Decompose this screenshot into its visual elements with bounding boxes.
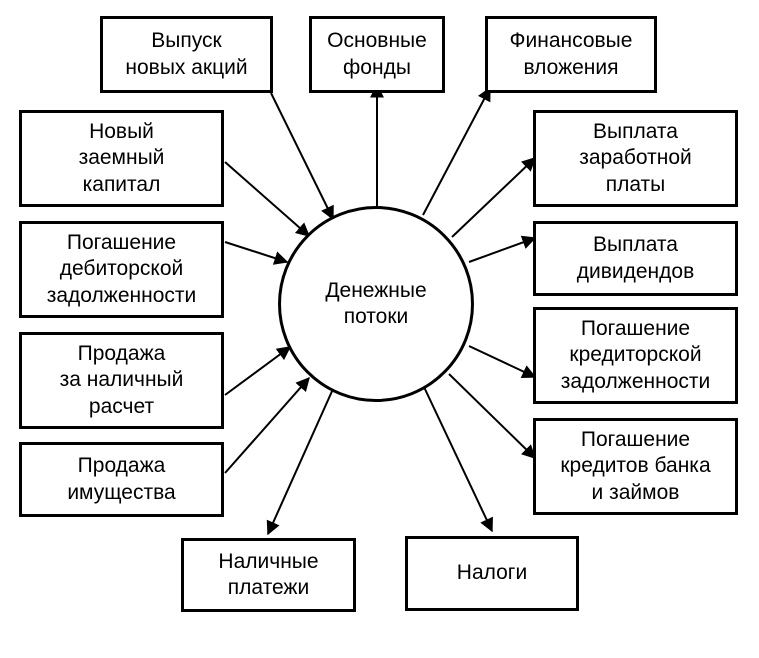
node-new-borrowed-capital: Новый заемный капитал <box>19 110 224 207</box>
node-taxes: Налоги <box>405 536 579 611</box>
cash-flows-center: Денежные потоки <box>278 206 474 402</box>
arrow-financial-investments <box>422 86 491 216</box>
node-bank-loans-repayment: Погашение кредитов банка и займов <box>533 418 738 515</box>
arrow-salary-payment <box>451 157 537 238</box>
arrow-bank-loans-repayment <box>448 373 537 459</box>
arrow-receivables-repayment <box>224 241 289 265</box>
node-receivables-repayment: Погашение дебиторской задолженности <box>19 221 224 318</box>
node-payables-repayment: Погашение кредиторской задолженности <box>533 307 738 404</box>
node-fixed-assets: Основные фонды <box>309 16 445 93</box>
node-cash-payments: Наличные платежи <box>181 538 356 612</box>
node-property-sale: Продажа имущества <box>19 442 224 517</box>
arrow-new-borrowed-capital <box>224 161 311 237</box>
arrow-dividend-payment <box>468 235 537 263</box>
arrow-payables-repayment <box>468 345 537 378</box>
node-dividend-payment: Выплата дивидендов <box>533 221 738 296</box>
node-salary-payment: Выплата заработной платы <box>533 110 738 207</box>
node-new-shares: Выпуск новых акций <box>100 16 273 93</box>
arrow-property-sale <box>224 376 310 474</box>
connector-arrows <box>224 83 537 536</box>
node-cash-sales: Продажа за наличный расчет <box>19 332 224 429</box>
arrow-cash-payments <box>266 388 334 536</box>
arrow-new-shares <box>270 92 334 221</box>
arrow-taxes <box>423 386 493 533</box>
node-financial-investments: Финансовые вложения <box>485 16 657 93</box>
arrow-cash-sales <box>224 346 292 396</box>
